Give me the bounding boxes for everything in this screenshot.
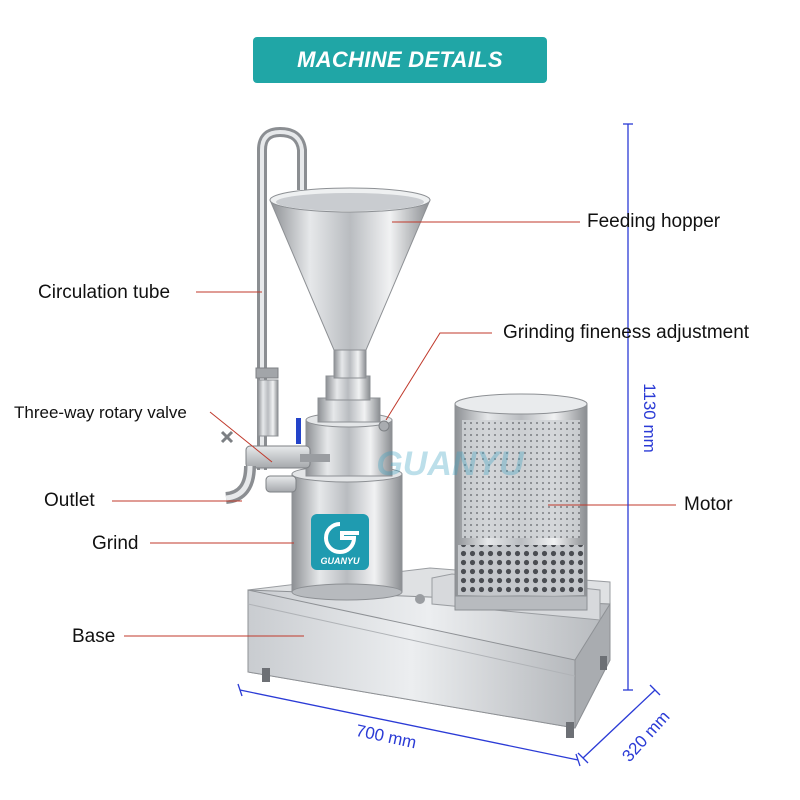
dimension-depth-line	[582, 689, 656, 759]
dimension-height-label: 1130 mm	[640, 383, 659, 453]
banner-title: MACHINE DETAILS	[297, 47, 503, 72]
base-foot-left	[262, 668, 270, 682]
label-circulation-tube: Circulation tube	[38, 282, 171, 303]
valve-handle	[296, 418, 301, 444]
label-motor: Motor	[684, 494, 733, 515]
adjustment-knob-icon	[378, 420, 390, 432]
grinding-head	[305, 375, 393, 477]
section-banner: MACHINE DETAILS	[253, 37, 547, 83]
circulation-tube	[255, 126, 307, 470]
dimension-lines	[237, 123, 661, 767]
dimension-depth-label: 320 mm	[618, 707, 673, 765]
brand-logo-plate	[311, 514, 369, 570]
label-outlet: Outlet	[44, 490, 95, 511]
motor-housing	[415, 393, 601, 621]
label-base: Base	[72, 626, 116, 647]
outlet-pipe	[225, 465, 297, 504]
base-foot-right	[600, 656, 607, 670]
leader-three-way-valve	[209, 411, 273, 463]
brand-logo-text: GUANYU	[320, 556, 360, 566]
three-way-valve	[220, 418, 330, 469]
bolt-icon	[415, 594, 425, 604]
base-cabinet	[247, 567, 611, 738]
base-foot-front	[566, 722, 574, 738]
leader-lines	[112, 221, 676, 637]
label-grinding-fineness: Grinding fineness adjustment	[503, 322, 750, 343]
dimension-width-line	[239, 689, 579, 761]
leader-grinding-fineness	[385, 332, 492, 421]
label-grind: Grind	[92, 533, 139, 554]
feeding-hopper	[269, 187, 431, 379]
wing-nut-icon	[220, 430, 234, 444]
label-three-way-valve: Three-way rotary valve	[14, 403, 187, 422]
grind-body: GUANYU	[291, 465, 403, 601]
brand-watermark: GUANYU	[376, 445, 525, 483]
brand-logo-icon	[324, 522, 359, 554]
dimension-width-label: 700 mm	[354, 721, 418, 752]
label-feeding-hopper: Feeding hopper	[587, 211, 721, 232]
